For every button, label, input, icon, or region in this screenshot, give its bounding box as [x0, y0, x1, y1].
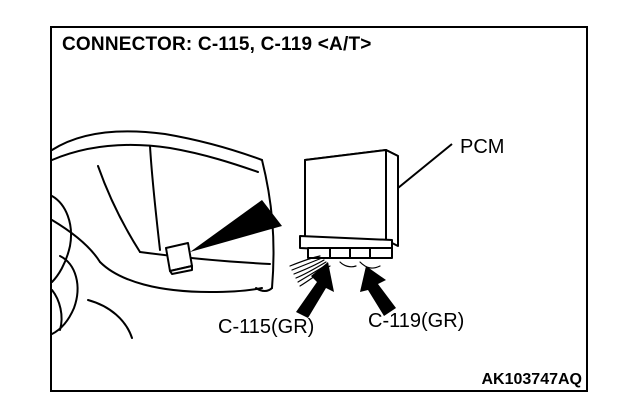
- arrow-c115: [296, 262, 334, 318]
- dashboard-illustration: [51, 130, 275, 339]
- pcm-leader-line: [397, 143, 453, 189]
- figure-code: AK103747AQ: [481, 371, 583, 388]
- pcm-unit: [299, 149, 399, 259]
- dash-connector-bracket: [165, 242, 193, 275]
- connector-c115-label: C-115(GR): [218, 316, 314, 338]
- connector-c119-label: C-119(GR): [368, 310, 464, 332]
- diagram-title: CONNECTOR: C-115, C-119 <A/T>: [62, 34, 372, 55]
- arrow-c119: [360, 266, 396, 316]
- pcm-label: PCM: [460, 136, 504, 158]
- zoom-wedge: [190, 200, 282, 252]
